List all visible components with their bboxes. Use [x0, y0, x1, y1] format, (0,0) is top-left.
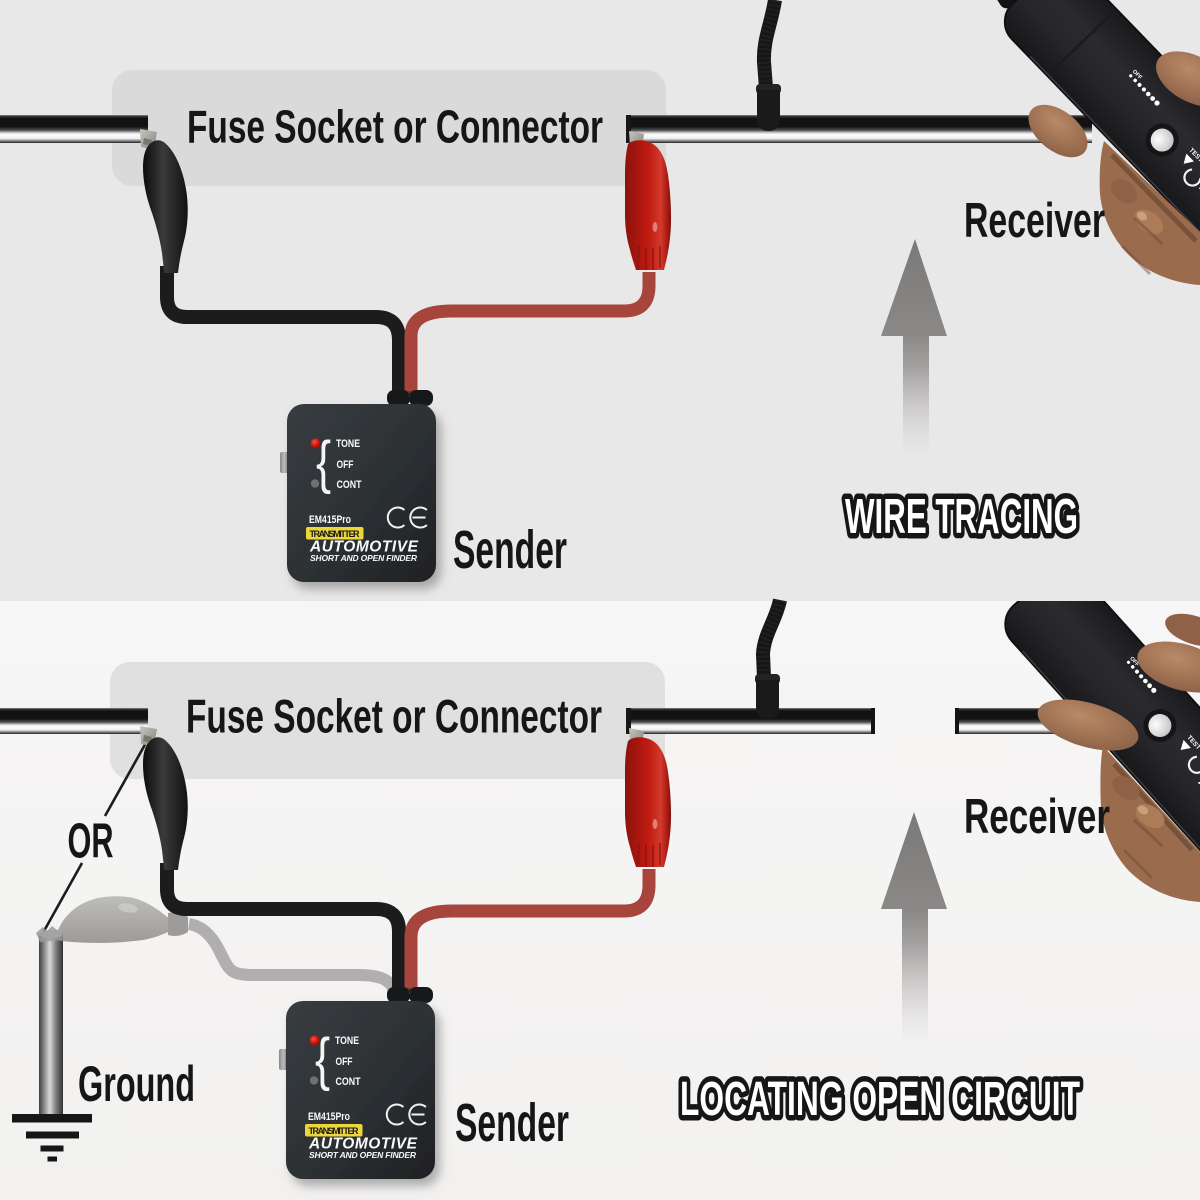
- svg-text:AUTOMOTIVE: AUTOMOTIVE: [309, 539, 419, 556]
- svg-text:Ground: Ground: [78, 1056, 195, 1112]
- svg-text:WIRE TRACING: WIRE TRACING: [845, 490, 1078, 544]
- svg-text:OR: OR: [68, 815, 114, 869]
- svg-text:TONE: TONE: [336, 438, 360, 450]
- svg-text:Fuse Socket or Connector: Fuse Socket or Connector: [187, 101, 603, 153]
- svg-text:Sender: Sender: [455, 1093, 569, 1153]
- svg-text:TRANSMITTER: TRANSMITTER: [310, 529, 361, 539]
- svg-text:Receiver: Receiver: [964, 790, 1110, 844]
- svg-text:OFF: OFF: [337, 459, 354, 471]
- svg-text:{: {: [316, 431, 331, 496]
- svg-text:LOCATING OPEN CIRCUIT: LOCATING OPEN CIRCUIT: [680, 1073, 1080, 1126]
- svg-text:Receiver: Receiver: [964, 194, 1105, 248]
- svg-text:Sender: Sender: [453, 520, 567, 580]
- svg-text:EM415Pro: EM415Pro: [309, 514, 351, 526]
- svg-text:SHORT AND OPEN FINDER: SHORT AND OPEN FINDER: [310, 553, 418, 563]
- svg-text:Fuse Socket or Connector: Fuse Socket or Connector: [186, 690, 602, 743]
- svg-text:CONT: CONT: [337, 479, 362, 491]
